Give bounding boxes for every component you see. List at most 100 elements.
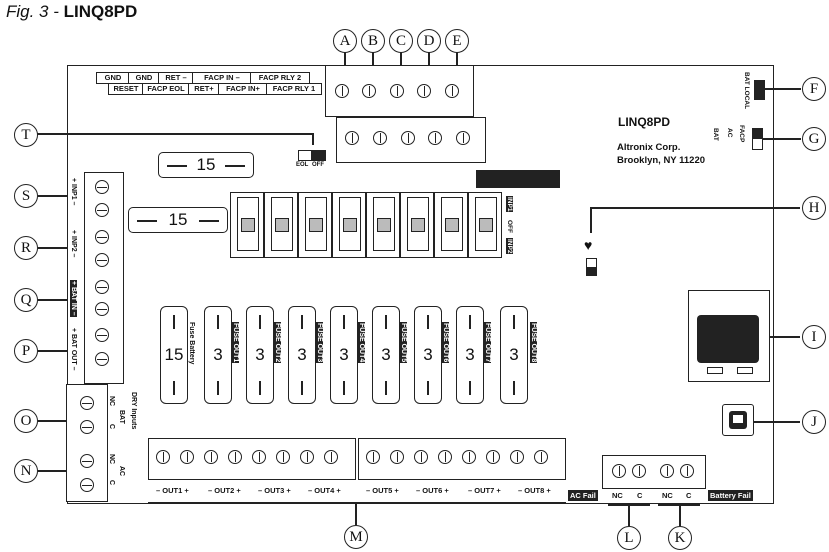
spare-fuse-1-value: 15 — [196, 155, 216, 174]
callout-g: G — [802, 127, 826, 151]
fuse-out3: 3 — [288, 306, 316, 404]
output-screw — [366, 450, 380, 464]
fuse-out5: 3 — [372, 306, 400, 404]
inp-off-switch-label: OFF — [506, 220, 513, 233]
dip-switch-8[interactable] — [468, 192, 502, 258]
dip-switch-1[interactable] — [230, 192, 264, 258]
top-screw-lower-2 — [373, 131, 387, 145]
callout-k: K — [668, 526, 692, 550]
output-screw — [300, 450, 314, 464]
callout-n: N — [14, 459, 38, 483]
inp1-screw-plus — [95, 180, 109, 194]
bat-in-screw-plus — [95, 280, 109, 294]
dry-ac-label: AC — [118, 466, 125, 477]
rj45-port[interactable] — [688, 290, 770, 382]
inp1-label: + INP1 – — [70, 178, 77, 206]
output-screw — [180, 450, 194, 464]
callout-r: R — [14, 236, 38, 260]
dry-ac-screw-c — [80, 478, 94, 492]
bat-in-label: + BAT IN – — [70, 280, 77, 317]
dip-switch-7[interactable] — [434, 192, 468, 258]
inp1-switch-label: INP1 — [506, 196, 513, 213]
fuse-out7: 3 — [456, 306, 484, 404]
header-bottom-reset: RESET — [108, 83, 144, 95]
out3-label: – OUT3 + — [258, 486, 291, 495]
callout-a: A — [333, 29, 357, 53]
eol-label: EOL — [296, 162, 309, 168]
top-screw-c — [390, 84, 404, 98]
bat-in-screw-minus — [95, 302, 109, 316]
fuse-out1: 3 — [204, 306, 232, 404]
callout-t: T — [14, 123, 38, 147]
callout-b: B — [361, 29, 385, 53]
facp-switch-facp-label: FACP — [738, 125, 745, 143]
output-screw — [204, 450, 218, 464]
inp2-screw-minus — [95, 253, 109, 267]
dry-bat-label: BAT — [118, 410, 125, 424]
facp-switch[interactable] — [752, 128, 763, 150]
battery-fuse-label: Fuse Battery — [188, 322, 195, 365]
dip-switch-2[interactable] — [264, 192, 298, 258]
ac-fail-label: AC Fail — [568, 490, 598, 501]
header-label-table: GND GND RET – FACP IN – FACP RLY 2 RESET… — [96, 72, 322, 95]
bat-out-screw-plus — [95, 328, 109, 342]
output-screw — [276, 450, 290, 464]
inp1-screw-minus — [95, 203, 109, 217]
bat-out-screw-minus — [95, 352, 109, 366]
out5-label: – OUT5 + — [366, 486, 399, 495]
top-screw-a — [335, 84, 349, 98]
top-screw-lower-1 — [345, 131, 359, 145]
usb-port[interactable] — [722, 404, 754, 436]
fuse-out6-label: FUSE OUT6 — [442, 322, 449, 364]
header-bottom-facp-rly1: FACP RLY 1 — [266, 83, 322, 95]
dip-switch-6[interactable] — [400, 192, 434, 258]
fuse-out8: 3 — [500, 306, 528, 404]
top-screw-lower-3 — [401, 131, 415, 145]
dry-bat-nc-label: NC — [108, 396, 115, 407]
callout-l: L — [617, 526, 641, 550]
figure-model: LINQ8PD — [63, 2, 138, 21]
header-bottom-ret-plus: RET+ — [188, 83, 220, 95]
header-bottom-facp-in-plus: FACP IN+ — [218, 83, 268, 95]
board-title: LINQ8PD — [618, 115, 671, 129]
dip-switch-5[interactable] — [366, 192, 400, 258]
callout-q: Q — [14, 288, 38, 312]
bat-local-jumper[interactable] — [754, 80, 765, 100]
fuse-out4-label: FUSE OUT4 — [358, 322, 365, 364]
top-screw-lower-5 — [456, 131, 470, 145]
bat-fail-nc-label: NC — [662, 491, 673, 500]
board-company: Altronix Corp. — [617, 142, 681, 153]
output-screw — [324, 450, 338, 464]
output-screw — [510, 450, 524, 464]
bat-local-label: BAT LOCAL — [743, 72, 750, 110]
bat-fail-screw-nc — [660, 464, 674, 478]
output-screw — [252, 450, 266, 464]
eol-switch[interactable] — [298, 150, 326, 161]
dip-switch-bank — [230, 192, 502, 258]
spare-fuse-holder-1: 15 — [158, 152, 254, 178]
callout-i: I — [802, 325, 826, 349]
output-screw — [438, 450, 452, 464]
top-screw-lower-4 — [428, 131, 442, 145]
out8-label: – OUT8 + — [518, 486, 551, 495]
fuse-out3-label: FUSE OUT3 — [316, 322, 323, 364]
battery-fuse: 15 — [160, 306, 188, 404]
fuse-out8-label: FUSE OUT8 — [530, 322, 537, 364]
figure-prefix: Fig. 3 - — [6, 2, 64, 21]
callout-d: D — [417, 29, 441, 53]
fuse-out4: 3 — [330, 306, 358, 404]
bat-out-label: + BAT OUT – — [70, 328, 77, 371]
figure-caption: Fig. 3 - LINQ8PD — [6, 2, 137, 22]
output-screw — [414, 450, 428, 464]
dip-switch-3[interactable] — [298, 192, 332, 258]
out4-label: – OUT4 + — [308, 486, 341, 495]
inp2-switch-label: INP2 — [506, 238, 513, 255]
battery-fuse-value: 15 — [164, 345, 184, 364]
ac-fail-nc-label: NC — [612, 491, 623, 500]
dip-switch-4[interactable] — [332, 192, 366, 258]
bat-fail-c-label: C — [686, 491, 692, 500]
fuse-out5-label: FUSE OUT5 — [400, 322, 407, 364]
callout-s: S — [14, 184, 38, 208]
callout-j: J — [802, 410, 826, 434]
facp-switch-bat-label: BAT — [712, 128, 719, 141]
